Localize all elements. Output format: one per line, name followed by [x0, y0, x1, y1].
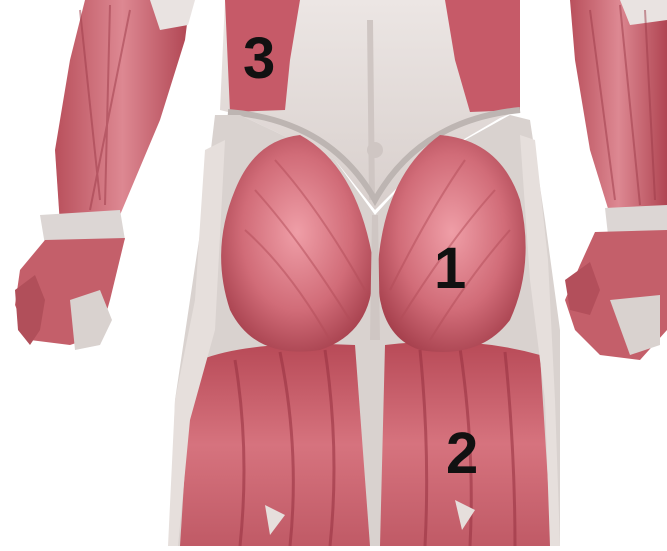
label-2: 2: [446, 425, 478, 483]
label-3: 3: [243, 30, 275, 88]
label-1: 1: [434, 240, 466, 298]
